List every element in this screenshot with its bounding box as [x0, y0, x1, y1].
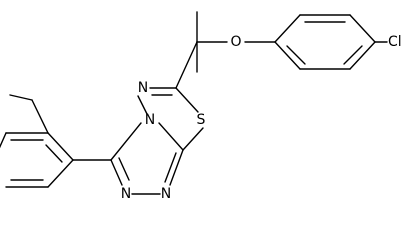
atom-label-nitrogen-b: N — [145, 112, 155, 128]
bond-clphenyl-inner-3 — [286, 45, 306, 65]
bond-n2-c3 — [110, 159, 123, 186]
atom-label-nitrogen-c: N — [161, 186, 171, 202]
bond-c8-n1 — [169, 149, 184, 186]
bond-tolyl-inner-3 — [45, 144, 63, 163]
atom-label-nitrogen-d: N — [121, 186, 131, 202]
bond-c3-n4 — [110, 122, 142, 161]
bond-clphenyl-4 — [349, 41, 376, 70]
atom-label-oxygen: O — [230, 34, 241, 50]
atom-label-chlorine: Cl — [388, 34, 402, 50]
bond-tolyl-1 — [47, 132, 74, 161]
bond-clphenyl-inner-2 — [343, 45, 363, 65]
structure-canvas: O Cl S N N N N — [0, 11, 402, 202]
atom-labels: O Cl S N N N N — [121, 34, 402, 202]
bond-lines — [0, 11, 388, 195]
bond-tolyl-methyl — [31, 99, 49, 134]
bond-c8-n4 — [158, 122, 184, 151]
bond-clphenyl-6 — [274, 41, 301, 70]
bond-clphenyl-1 — [274, 14, 301, 43]
molecule-drawing: O Cl S N N N N — [0, 11, 402, 202]
bond-n4-n5 — [137, 95, 148, 115]
bond-tolyl-methyl-end — [9, 94, 33, 101]
bond-tolyl-5 — [47, 159, 74, 188]
atom-label-nitrogen-a: N — [138, 80, 148, 96]
bond-c6-s — [175, 87, 199, 113]
bond-n2-c3-double — [118, 157, 130, 181]
bond-tolyl-3 — [0, 132, 7, 149]
bond-c8-n1-double — [164, 152, 177, 183]
bond-s-c8 — [182, 127, 204, 151]
atom-label-sulfur: S — [197, 112, 206, 128]
bond-clphenyl-3 — [349, 14, 376, 43]
bond-cq-thiadiazole — [175, 41, 198, 89]
